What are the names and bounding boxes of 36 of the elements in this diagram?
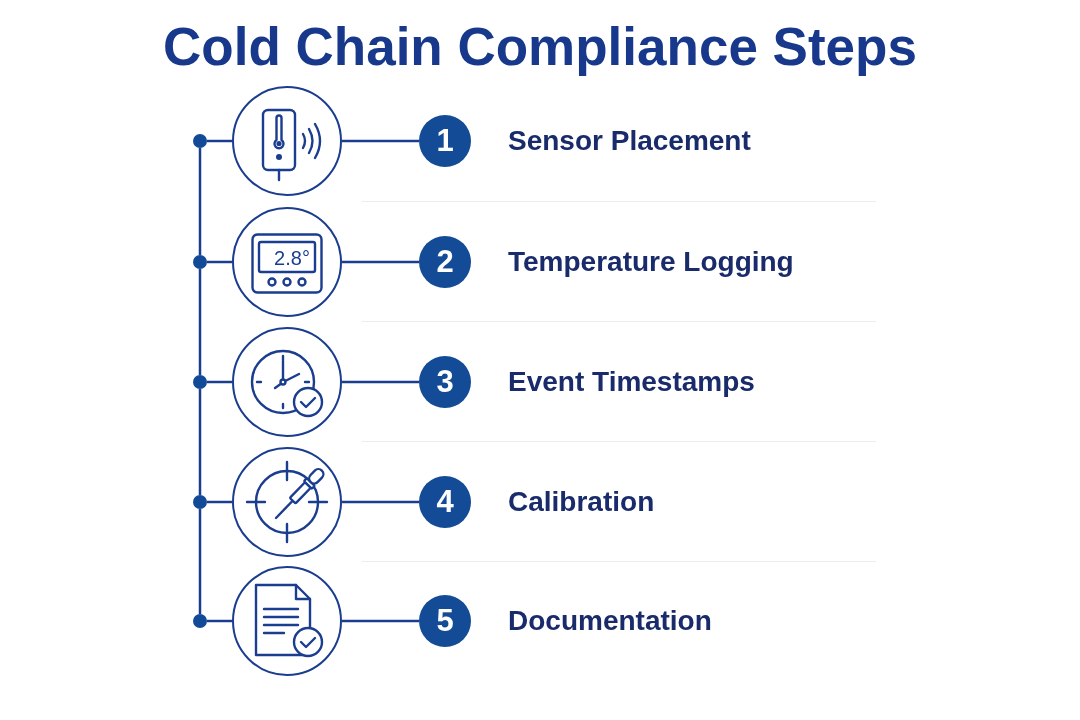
junction-dot [193,614,207,628]
junction-dot [193,495,207,509]
temperature-reading: 2.8° [274,247,310,268]
step-number-circle: 4 [419,476,471,528]
step-label: Temperature Logging [508,245,794,279]
icon-circle [232,86,342,196]
connector-line [207,260,232,264]
connector-line [207,380,232,384]
connector-line [198,148,202,255]
connector-line [207,619,232,623]
icon-circle [232,566,342,676]
step-label: Calibration [508,485,655,519]
connector-line [207,139,232,143]
connector-line [342,619,419,623]
icon-circle [232,327,342,437]
step-number-circle: 1 [419,115,471,167]
junction-dot [193,375,207,389]
step-number-circle: 3 [419,356,471,408]
icon-circle [232,207,342,317]
junction-dot [193,134,207,148]
connector-line [342,139,419,143]
connector-line [198,509,202,614]
connector-line [207,500,232,504]
connector-line [198,389,202,495]
junction-dot [193,255,207,269]
step-label: Event Timestamps [508,365,755,399]
connector-line [342,380,419,384]
connector-line [342,500,419,504]
connector-line [342,260,419,264]
step-number-circle: 5 [419,595,471,647]
icon-circle [232,447,342,557]
step-label: Documentation [508,604,712,638]
step-number-circle: 2 [419,236,471,288]
title: Cold Chain Compliance Steps [163,16,917,77]
connector-line [198,269,202,375]
step-label: Sensor Placement [508,124,751,158]
